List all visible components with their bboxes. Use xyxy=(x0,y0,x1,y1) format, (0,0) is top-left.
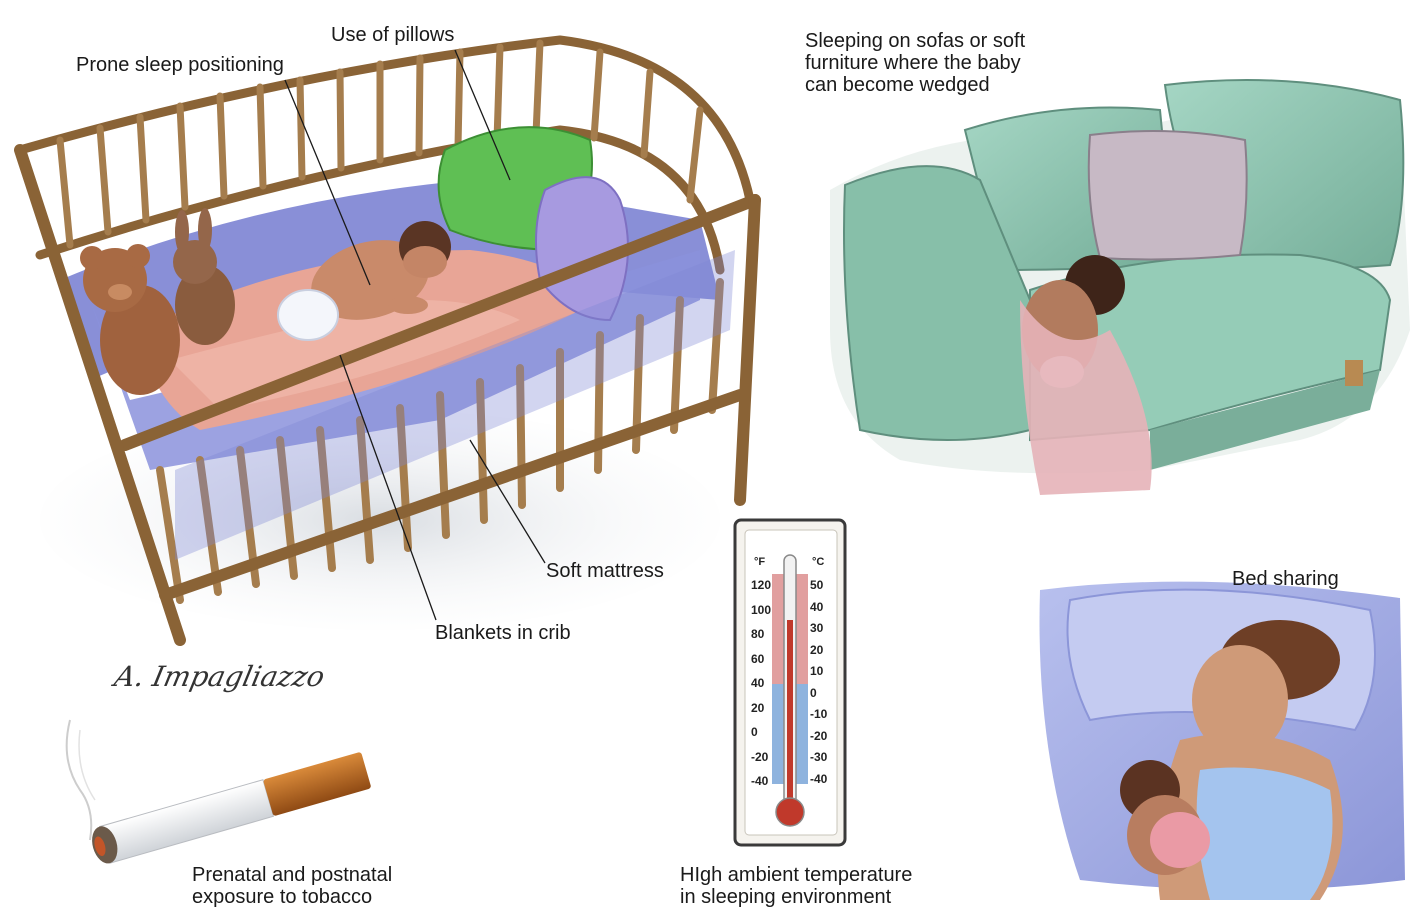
thermometer-f-tick: 40 xyxy=(751,676,764,690)
thermometer-f-tick: -20 xyxy=(751,750,768,764)
crib-scene xyxy=(20,40,755,640)
label-tobacco: Prenatal and postnatal exposure to tobac… xyxy=(192,864,392,908)
label-sofa: Sleeping on sofas or soft furniture wher… xyxy=(805,30,1025,96)
artist-signature: A. Impagliazzo xyxy=(111,660,327,693)
label-sofa-line-1: Sleeping on sofas or soft xyxy=(805,30,1025,52)
bed-sharing-scene xyxy=(1040,582,1406,900)
thermometer-bulb xyxy=(776,798,804,826)
thermometer-f-tick: 60 xyxy=(751,652,764,666)
thermometer-f-tick: -40 xyxy=(751,774,768,788)
sofa-scene xyxy=(830,80,1410,495)
label-tobacco-line-2: exposure to tobacco xyxy=(192,886,392,908)
cigarette-paper xyxy=(100,780,274,863)
thermometer-c-tick: 0 xyxy=(810,686,817,700)
sofa-gray-pillow xyxy=(1089,131,1247,259)
cigarette-filter xyxy=(263,752,372,817)
thermometer-c-tick: -30 xyxy=(810,750,827,764)
thermometer-unit-c: °C xyxy=(812,556,824,568)
label-sofa-line-3: can become wedged xyxy=(805,74,1025,96)
thermometer-c-tick: 10 xyxy=(810,664,823,678)
label-temperature: HIgh ambient temperature in sleeping env… xyxy=(680,864,912,908)
thermometer-c-tick: 40 xyxy=(810,600,823,614)
thermometer-c-tick: -20 xyxy=(810,729,827,743)
cigarette xyxy=(67,720,372,866)
label-temperature-line-2: in sleeping environment xyxy=(680,886,912,908)
thermometer-c-tick: 30 xyxy=(810,621,823,635)
thermometer-c-tick: -40 xyxy=(810,772,827,786)
label-blankets-in-crib: Blankets in crib xyxy=(435,622,571,644)
thermometer-f-tick: 80 xyxy=(751,627,764,641)
label-prone-sleep: Prone sleep positioning xyxy=(76,54,284,76)
label-bed-sharing: Bed sharing xyxy=(1232,568,1339,590)
thermometer-f-tick: 0 xyxy=(751,725,758,739)
thermometer-unit-f: °F xyxy=(754,556,765,568)
thermometer-c-tick: 20 xyxy=(810,643,823,657)
thermometer-c-tick: 50 xyxy=(810,578,823,592)
sofa-leg xyxy=(1345,360,1363,386)
thermometer-f-tick: 120 xyxy=(751,578,771,592)
label-temperature-line-1: HIgh ambient temperature xyxy=(680,864,912,886)
thermometer-mercury xyxy=(787,620,793,810)
label-soft-mattress: Soft mattress xyxy=(546,560,664,582)
thermometer-c-tick: -10 xyxy=(810,707,827,721)
label-sofa-line-2: furniture where the baby xyxy=(805,52,1025,74)
thermometer-f-tick: 100 xyxy=(751,603,771,617)
thermometer-f-tick: 20 xyxy=(751,701,764,715)
label-tobacco-line-1: Prenatal and postnatal xyxy=(192,864,392,886)
label-use-of-pillows: Use of pillows xyxy=(331,24,454,46)
